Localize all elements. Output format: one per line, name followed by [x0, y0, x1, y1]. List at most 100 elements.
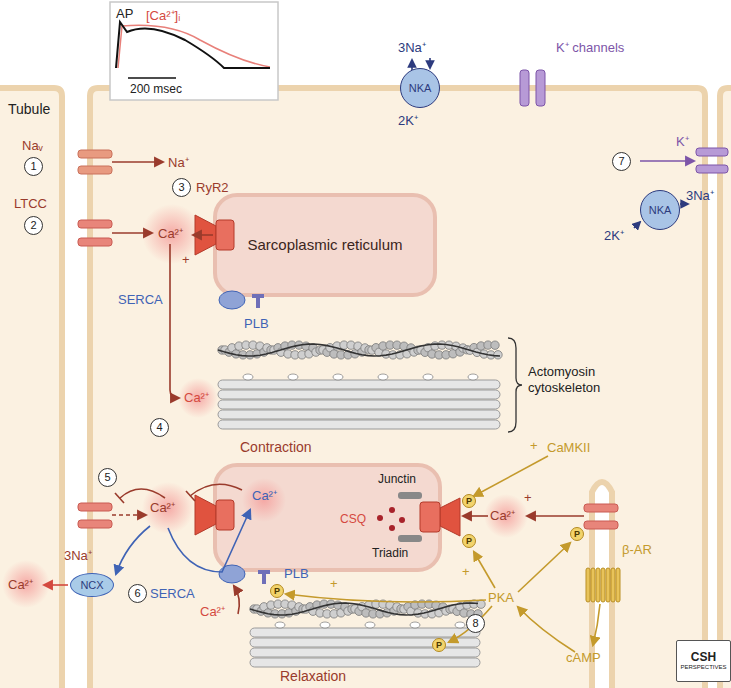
protein-name: Junctin: [378, 472, 416, 487]
filament-part: [333, 374, 343, 380]
phosphate-mark: P: [570, 527, 584, 541]
callout-number: 4: [150, 418, 169, 437]
node-text: AP: [116, 6, 133, 21]
cytoplasm: [0, 80, 731, 688]
activation-sign: +: [524, 490, 532, 505]
filament-part: [250, 648, 480, 657]
node-text: NCX: [80, 579, 103, 592]
phosphate-mark: P: [462, 494, 476, 508]
filament-part: [250, 658, 480, 667]
filament-part: [243, 374, 253, 380]
logo-box: CSHPERSPECTIVES: [676, 640, 731, 682]
filament-part: [320, 622, 330, 628]
beta-adrenergic-receptor: [586, 568, 620, 602]
filament-part: [491, 341, 499, 349]
protein-name: CSQ: [340, 512, 366, 527]
callout-number: 2: [24, 216, 43, 235]
callout-number: 5: [98, 468, 117, 487]
filament-part: [250, 603, 478, 615]
filament-part: [455, 622, 465, 628]
ion-label: Ca²⁺: [200, 604, 225, 619]
pump-circle: NKA: [640, 190, 680, 230]
callout-number: 8: [466, 614, 485, 633]
node-text: [Ca²⁺]ᵢ: [146, 6, 180, 24]
ion-label: Ca²⁺: [184, 390, 209, 405]
callout-number: 6: [128, 584, 147, 603]
tubule-label: Tubule: [8, 102, 50, 117]
filament-part: [218, 380, 500, 389]
filament-part: [218, 344, 500, 356]
calcium-glow: [2, 204, 528, 608]
filament-part: [494, 351, 502, 359]
filament-part: [218, 400, 500, 409]
channel-name: RyR2: [196, 180, 229, 195]
node-text: NKA: [409, 82, 432, 95]
channel-name: K⁺ channels: [556, 40, 624, 55]
flux-arrows: [44, 58, 694, 652]
ion-label: 3Na⁺: [64, 548, 92, 563]
state-label: Contraction: [240, 440, 312, 455]
filament-part: [218, 390, 500, 399]
organelle-box: Sarcoplasmic reticulum: [215, 195, 435, 295]
ion-label: 3Na⁺: [686, 188, 714, 203]
sarcolemma: [0, 88, 731, 688]
state-label: Relaxation: [280, 669, 346, 684]
structure-label: Actomyosin cytoskeleton: [528, 364, 624, 396]
messenger-name: cAMP: [566, 650, 601, 665]
receptor-name: β-AR: [622, 542, 652, 557]
ion-label: 2K⁺: [604, 228, 624, 243]
ion-channels: [78, 70, 728, 529]
ion-label: Ca²⁺: [150, 500, 175, 515]
phosphate-mark: P: [270, 584, 284, 598]
protein-name: Triadin: [372, 546, 408, 561]
ion-label: 3Na⁺: [398, 40, 426, 55]
inset-trace: [110, 2, 278, 100]
node-text: Sarcoplasmic reticulum: [247, 236, 402, 253]
activation-sign: +: [462, 564, 470, 579]
kinase-name: PKA: [488, 590, 514, 605]
filament-part: [477, 600, 485, 608]
channel-name: Naᵥ: [22, 138, 43, 153]
activation-sign: +: [330, 576, 338, 591]
ion-label: 2K⁺: [398, 113, 418, 128]
filament-part: [468, 374, 478, 380]
filament-part: [250, 628, 480, 637]
callout-number: 1: [24, 157, 43, 176]
channel-name: LTCC: [14, 196, 47, 211]
filament-part: [378, 374, 388, 380]
ion-label: Ca²⁺: [490, 508, 515, 523]
ion-label: Ca²⁺: [8, 577, 33, 592]
callout-number: 7: [612, 152, 631, 171]
callout-number: 3: [172, 178, 191, 197]
ryanodine-receptors: [195, 215, 460, 536]
filament-part: [410, 622, 420, 628]
serca-plb: [219, 291, 270, 584]
exchanger-oval: NCX: [70, 573, 114, 597]
filament-part: [218, 420, 500, 429]
filament-part: [275, 622, 285, 628]
junctin-triadin-csq: [377, 492, 422, 542]
node-text: NKA: [649, 204, 672, 217]
filament-part: [365, 622, 375, 628]
kinase-name: CaMKII: [547, 440, 590, 455]
protein-name: PLB: [284, 566, 309, 581]
inset-graph: AP [Ca²⁺]ᵢ 200 msec: [110, 2, 278, 100]
filament-part: [423, 374, 433, 380]
phosphate-mark: P: [432, 638, 446, 652]
actomyosin-filaments: [218, 341, 502, 667]
pump-name: SERCA: [150, 586, 195, 601]
filament-part: [288, 374, 298, 380]
node-text: CSH: [691, 651, 716, 665]
node-text: PERSPECTIVES: [680, 664, 726, 671]
pump-circle: NKA: [400, 68, 440, 108]
activation-sign: +: [182, 252, 190, 267]
ion-label: Ca²⁺: [252, 488, 277, 503]
filament-part: [218, 410, 500, 419]
phosphate-mark: P: [462, 534, 476, 548]
ion-label: Ca²⁺: [158, 226, 183, 241]
pump-name: SERCA: [118, 292, 163, 307]
ion-label: K⁺: [676, 134, 689, 149]
ion-label: Na⁺: [168, 155, 189, 170]
node-text: 200 msec: [130, 82, 182, 96]
